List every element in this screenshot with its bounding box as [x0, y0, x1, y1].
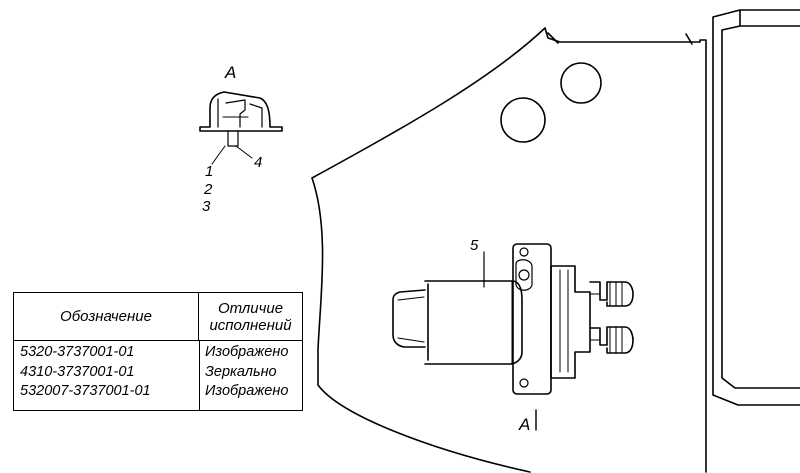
callout-1: 1 — [205, 163, 213, 180]
frame-rail — [712, 9, 800, 406]
mounting-hole-upper — [560, 62, 602, 104]
designation-table: Обозначение Отличие исполнений 5320-3737… — [13, 292, 303, 411]
designation-column: 5320-3737001-01 4310-3737001-01 532007-3… — [20, 343, 198, 402]
section-a-label: A — [518, 415, 530, 434]
view-a-label: A — [224, 63, 236, 82]
callout-4: 4 — [254, 154, 262, 171]
switch-assembly — [392, 243, 634, 395]
mounting-hole-lower — [500, 97, 546, 143]
header-variant: Отличие исполнений — [199, 293, 302, 341]
bracket-plate — [311, 27, 707, 473]
callout-5: 5 — [470, 237, 479, 254]
callout-2: 2 — [203, 181, 213, 198]
table-row-designation: 4310-3737001-01 — [20, 363, 135, 380]
column-divider — [199, 341, 200, 410]
table-row-designation: 532007-3737001-01 — [20, 383, 151, 399]
table-row-variant: Зеркально — [205, 363, 277, 380]
detail-view-a — [199, 91, 283, 165]
header-designation: Обозначение — [14, 293, 199, 341]
table-row-variant: Изображено — [205, 344, 289, 360]
table-row-variant: Изображено — [205, 383, 289, 399]
variant-column: Изображено Зеркально Изображено — [205, 343, 301, 402]
table-row-designation: 5320-3737001-01 — [20, 344, 135, 360]
callout-3: 3 — [202, 198, 211, 215]
